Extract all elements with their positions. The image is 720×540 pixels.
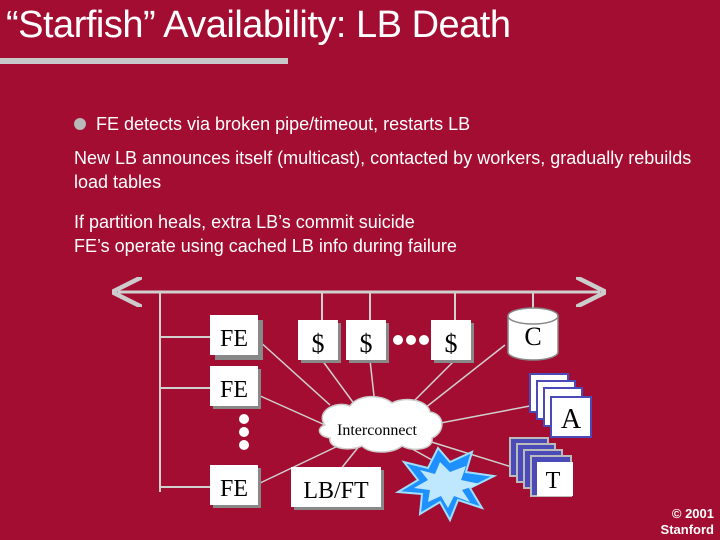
cache-dollar-box-1: $: [298, 320, 341, 363]
title-underline: [0, 58, 288, 64]
lbft-box: LB/FT: [291, 467, 384, 510]
worker-t-stack: T: [509, 437, 573, 497]
worker-t-label: T: [546, 468, 561, 494]
fe-label-1: FE: [220, 326, 248, 352]
copyright: © 2001 Stanford: [661, 506, 714, 538]
ellipsis-horizontal-icon: [393, 335, 429, 345]
cache-cylinder-icon: C: [507, 307, 559, 361]
fe-box-2: FE: [210, 366, 261, 409]
worker-a-label: A: [561, 404, 582, 435]
ellipsis-vertical-icon: [239, 414, 249, 450]
cache-dollar-box-3: $: [431, 320, 474, 363]
slide-title: “Starfish” Availability: LB Death: [6, 4, 511, 46]
lbft-label: LB/FT: [303, 478, 369, 504]
bullet-text-1: FE detects via broken pipe/timeout, rest…: [96, 114, 471, 134]
paragraph-2: New LB announces itself (multicast), con…: [74, 148, 692, 192]
dollar-label-3: $: [445, 329, 458, 358]
interconnect-label: Interconnect: [337, 422, 418, 439]
paragraph-3: If partition heals, extra LB’s commit su…: [74, 210, 704, 258]
cache-dollar-box-2: $: [346, 320, 389, 363]
copyright-line-1: © 2001: [671, 506, 714, 521]
cache-label: C: [524, 322, 541, 351]
dollar-label-2: $: [360, 329, 373, 358]
bullet-icon: [74, 118, 86, 130]
fe-label-3: FE: [220, 476, 248, 502]
fe-label-2: FE: [220, 377, 248, 403]
paragraph-3-line-1: If partition heals, extra LB’s commit su…: [74, 212, 415, 232]
paragraph-3-line-2: FE’s operate using cached LB info during…: [74, 236, 457, 256]
fe-box-3: FE: [210, 465, 261, 508]
copyright-line-2: Stanford: [660, 522, 714, 537]
interconnect-cloud-icon: Interconnect: [318, 395, 443, 453]
dollar-label-1: $: [312, 329, 325, 358]
worker-a-stack: A: [529, 373, 592, 438]
explosion-burst-icon: [394, 446, 498, 523]
fe-box-1: FE: [210, 315, 263, 360]
